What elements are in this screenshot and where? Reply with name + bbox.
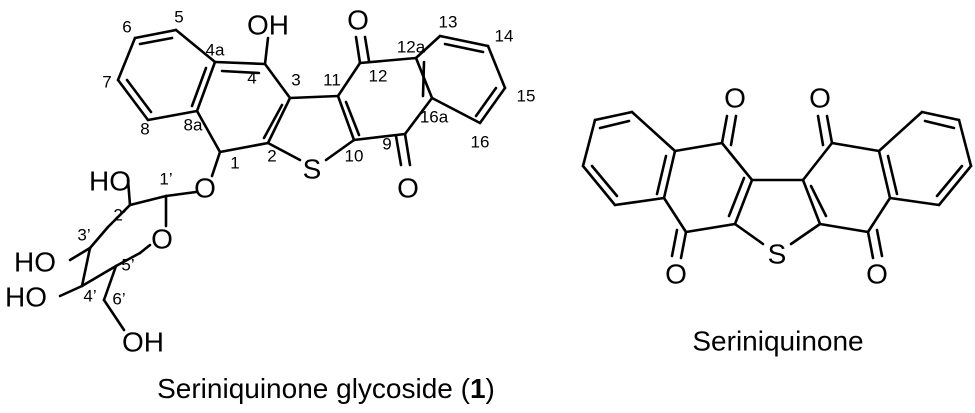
hydroxyl-2p-label: HO xyxy=(89,165,131,196)
locant-12a: 12a xyxy=(397,37,426,56)
carbonyl-o-top-right-label: O xyxy=(809,82,831,113)
locant-10: 10 xyxy=(345,146,364,165)
locant-5-prime: 5’ xyxy=(121,255,134,274)
ring-oxygen-label: O xyxy=(151,223,173,254)
seriniquinone-structure xyxy=(581,110,973,260)
locant-16: 16 xyxy=(471,132,490,151)
glycosidic-oxygen-label: O xyxy=(194,172,216,203)
carbonyl-o12-label: O xyxy=(347,4,369,35)
locant-3-prime: 3’ xyxy=(77,225,90,244)
carbonyl-o-bottom-right-label: O xyxy=(866,258,888,289)
locant-6-prime: 6’ xyxy=(112,289,125,308)
caption-compound-1: Seriniquinone glycoside (1) xyxy=(157,373,495,404)
caption-compound-2: Seriniquinone xyxy=(692,325,863,356)
sulfur-label: S xyxy=(303,153,322,184)
locant-4a: 4a xyxy=(206,40,225,59)
hydroxyl-3p-label: HO xyxy=(14,246,56,277)
caption-compound-1-close: ) xyxy=(486,373,495,404)
locant-3: 3 xyxy=(291,70,300,89)
locant-6: 6 xyxy=(122,17,131,36)
locant-5: 5 xyxy=(174,7,183,26)
locant-1-prime: 1’ xyxy=(159,169,172,188)
hydroxyl-4p-label: HO xyxy=(5,281,47,312)
carbonyl-o-top-left-label: O xyxy=(724,82,746,113)
seriniquinone-glycoside-structure xyxy=(58,28,507,332)
locant-7: 7 xyxy=(102,72,111,91)
locant-15: 15 xyxy=(517,86,536,105)
locant-2-prime: 2’ xyxy=(113,205,126,224)
carbonyl-o9-label: O xyxy=(397,172,419,203)
locant-1: 1 xyxy=(230,153,239,172)
caption-compound-1-number: 1 xyxy=(470,373,486,404)
carbonyl-o-bottom-left-label: O xyxy=(665,258,687,289)
sulfur-label-2: S xyxy=(768,238,787,269)
locant-13: 13 xyxy=(439,12,458,31)
hydroxyl-6p-label: OH xyxy=(122,326,164,357)
locant-8a: 8a xyxy=(184,115,203,134)
locant-4-prime: 4’ xyxy=(83,286,96,305)
locant-9: 9 xyxy=(382,134,391,153)
hydroxyl-c4-label: OH xyxy=(247,9,289,40)
locant-14: 14 xyxy=(495,26,514,45)
locant-4: 4 xyxy=(247,68,256,87)
locant-12: 12 xyxy=(369,66,388,85)
locant-11: 11 xyxy=(323,70,341,89)
caption-compound-1-text: Seriniquinone glycoside ( xyxy=(157,373,471,404)
locant-2: 2 xyxy=(267,146,276,165)
locant-8: 8 xyxy=(140,119,149,138)
locant-16a: 16a xyxy=(420,107,449,126)
